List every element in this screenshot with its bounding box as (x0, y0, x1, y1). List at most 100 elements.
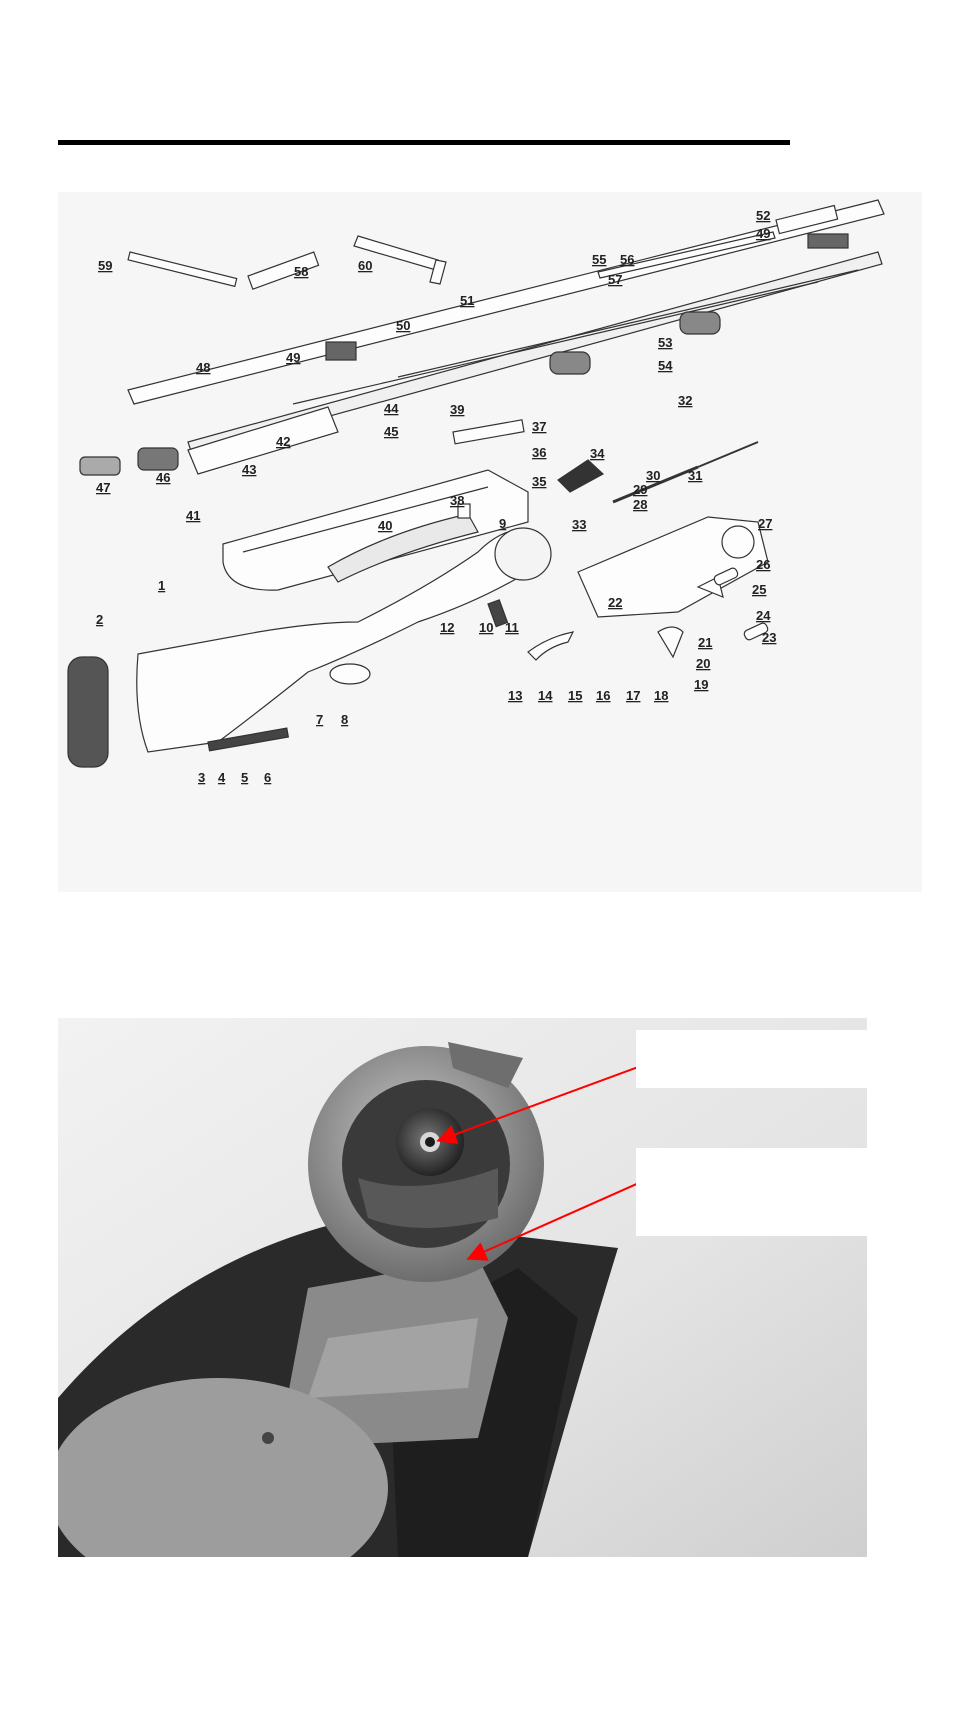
stock-grip-ring (494, 527, 552, 581)
part-26 (713, 567, 739, 586)
part-number-label: 54 (658, 358, 673, 373)
fore-end-slot (327, 513, 479, 583)
receiver (577, 516, 769, 618)
part-number-label: 16 (596, 688, 610, 703)
chamber-floor (358, 1168, 498, 1228)
ring-notch (448, 1042, 523, 1088)
part-38 (457, 503, 471, 519)
part-number-label: 57 (608, 272, 622, 287)
part-number-label: 56 (620, 252, 634, 267)
part-number-label: 36 (532, 445, 546, 460)
tube (775, 204, 839, 235)
tool-60b (429, 259, 447, 285)
part-number-label: 1 (158, 578, 165, 593)
part-number-label: 58 (294, 264, 308, 279)
barrel-upper (127, 199, 885, 405)
part-number-label: 7 (316, 712, 323, 727)
charging-handle (557, 459, 605, 493)
part-number-label: 28 (633, 497, 647, 512)
part-number-label: 25 (752, 582, 766, 597)
tool-58 (247, 251, 320, 290)
part-number-label: 20 (696, 656, 710, 671)
part-number-label: 13 (508, 688, 522, 703)
part-number-label: 38 (450, 493, 464, 508)
weight-2 (679, 311, 721, 335)
part-number-label: 30 (646, 468, 660, 483)
part-number-label: 10 (479, 620, 493, 635)
part-number-label: 52 (756, 208, 770, 223)
part-number-label: 40 (378, 518, 392, 533)
part-number-label: 24 (756, 608, 771, 623)
action-rod (697, 441, 759, 468)
part-number-label: 42 (276, 434, 290, 449)
part-number-label: 34 (590, 446, 605, 461)
callout-upper (636, 1030, 867, 1088)
part-number-label: 50 (396, 318, 410, 333)
tool-59 (127, 251, 238, 288)
cylinder (58, 1378, 388, 1557)
part-number-label: 59 (98, 258, 112, 273)
part-39 (452, 419, 525, 445)
part-number-label: 22 (608, 595, 622, 610)
rod (597, 231, 776, 279)
part-number-label: 53 (658, 335, 672, 350)
part-number-label: 32 (678, 393, 692, 408)
part-number-label: 3 (198, 770, 205, 785)
bolt-block-face (308, 1318, 478, 1398)
part-number-label: 55 (592, 252, 606, 267)
part-number-label: 18 (654, 688, 668, 703)
part-number-label: 35 (532, 474, 546, 489)
part-number-label: 23 (762, 630, 776, 645)
part-number-label: 48 (196, 360, 210, 375)
photo-drawing (58, 1018, 867, 1557)
part-number-label: 9 (499, 516, 506, 531)
part-number-label: 47 (96, 480, 110, 495)
part-number-label: 5 (241, 770, 248, 785)
bolt-3 (207, 727, 290, 752)
fore-end (222, 469, 529, 591)
scope-base-2 (807, 233, 849, 249)
barrel-line (292, 281, 819, 405)
part-12 (487, 599, 509, 628)
part-number-label: 49 (756, 226, 770, 241)
part-number-label: 11 (505, 620, 519, 635)
arrow-upper (436, 1055, 669, 1144)
part-number-label: 27 (758, 516, 772, 531)
part-number-label: 17 (626, 688, 640, 703)
part-number-label: 14 (538, 688, 553, 703)
part-number-label: 49 (286, 350, 300, 365)
part-number-label: 29 (633, 482, 647, 497)
barrel-line-2 (397, 269, 859, 378)
part-number-label: 4 (218, 770, 226, 785)
part-number-label: 15 (568, 688, 582, 703)
arrow-lower (466, 1169, 669, 1261)
choke-46 (137, 447, 179, 471)
part-number-label: 31 (688, 468, 702, 483)
part-23 (743, 622, 769, 641)
part-8 (329, 663, 371, 685)
part-number-label: 37 (532, 419, 546, 434)
part-number-label: 8 (341, 712, 348, 727)
firing-pin-center (425, 1137, 435, 1147)
trigger-17 (657, 626, 684, 659)
part-number-label: 12 (440, 620, 454, 635)
receiver-cylinder (721, 525, 755, 559)
part-number-label: 43 (242, 462, 256, 477)
choke-47 (79, 456, 121, 476)
part-number-label: 39 (450, 402, 464, 417)
part-number-label: 21 (698, 635, 712, 650)
part-number-label: 46 (156, 470, 170, 485)
part-number-label: 19 (694, 677, 708, 692)
header-rule (58, 140, 790, 145)
part-number-label: 51 (460, 293, 474, 308)
spring (612, 465, 699, 504)
callout-lower (636, 1148, 867, 1236)
breech (187, 406, 339, 475)
weight-1 (549, 351, 591, 375)
part-number-label: 2 (96, 612, 103, 627)
fore-end-edge (242, 486, 489, 553)
butt-pad (67, 656, 109, 768)
part-number-label: 6 (264, 770, 271, 785)
